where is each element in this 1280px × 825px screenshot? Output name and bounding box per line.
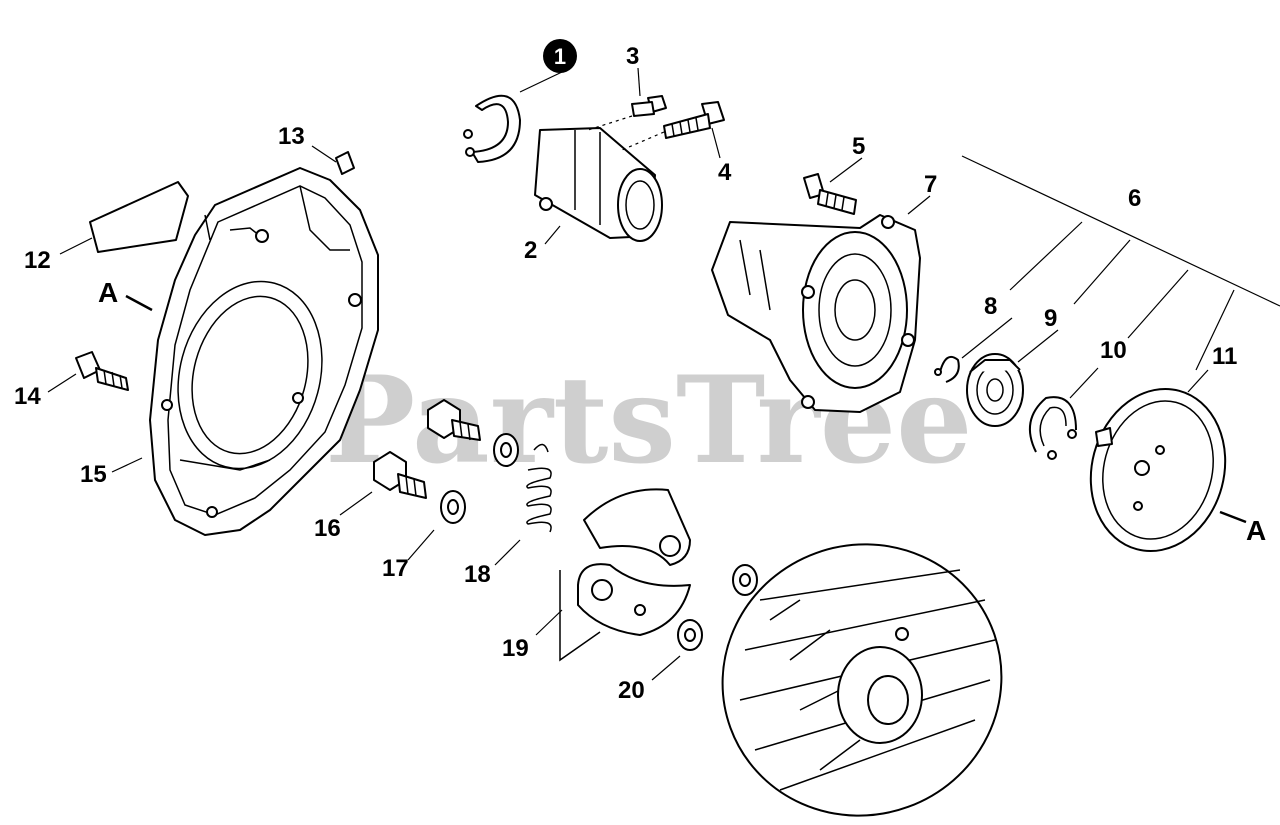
- part-4-bolt[interactable]: [621, 101, 725, 151]
- callout-11[interactable]: 11: [1212, 343, 1237, 370]
- callout-4[interactable]: 4: [718, 159, 732, 186]
- callout-2[interactable]: 2: [524, 237, 537, 264]
- callout-1-label: 1: [554, 44, 566, 69]
- callout-13[interactable]: 13: [278, 123, 305, 150]
- part-11-clutch-drum[interactable]: [1073, 374, 1243, 567]
- part-20-washers[interactable]: [677, 564, 758, 651]
- callout-8[interactable]: 8: [984, 293, 997, 320]
- callout-9[interactable]: 9: [1044, 305, 1057, 332]
- part-8-snap-ring[interactable]: [934, 356, 960, 383]
- leader-lines: [47, 67, 1280, 681]
- part-15-fan-cover[interactable]: [149, 167, 379, 536]
- part-1-snap-ring[interactable]: [463, 94, 521, 163]
- callout-14[interactable]: 14: [14, 383, 41, 410]
- part-18-spring[interactable]: [526, 443, 552, 533]
- part-5-bolt[interactable]: [803, 173, 857, 215]
- callout-10[interactable]: 10: [1100, 337, 1127, 364]
- callout-15[interactable]: 15: [80, 461, 107, 488]
- callout-17[interactable]: 17: [382, 555, 409, 582]
- callout-19[interactable]: 19: [502, 635, 529, 662]
- part-7-clutch-housing[interactable]: [711, 214, 921, 413]
- part-17-washers[interactable]: [440, 433, 519, 524]
- part-10-snap-ring[interactable]: [1029, 396, 1077, 460]
- part-2-sleeve[interactable]: [534, 127, 663, 242]
- part-19-clutch-shoes[interactable]: [559, 488, 691, 662]
- callout-7[interactable]: 7: [924, 171, 937, 198]
- flywheel[interactable]: [684, 505, 1039, 825]
- reference-a-right: A: [1246, 515, 1266, 546]
- reference-a-left: A: [98, 277, 118, 308]
- callout-12[interactable]: 12: [24, 247, 51, 274]
- callout-16[interactable]: 16: [314, 515, 341, 542]
- part-9-bearing[interactable]: [966, 353, 1024, 427]
- part-3-screw[interactable]: [587, 95, 667, 131]
- callout-20[interactable]: 20: [618, 677, 645, 704]
- part-12-label[interactable]: [89, 181, 189, 253]
- part-13-small-label[interactable]: [335, 151, 355, 175]
- callout-18[interactable]: 18: [464, 561, 491, 588]
- part-14-bolt[interactable]: [75, 351, 129, 391]
- part-16-bolts[interactable]: [373, 399, 481, 499]
- callout-1[interactable]: 1: [543, 39, 577, 73]
- callout-3[interactable]: 3: [626, 43, 639, 70]
- callout-5[interactable]: 5: [852, 133, 865, 160]
- callout-6[interactable]: 6: [1128, 185, 1141, 212]
